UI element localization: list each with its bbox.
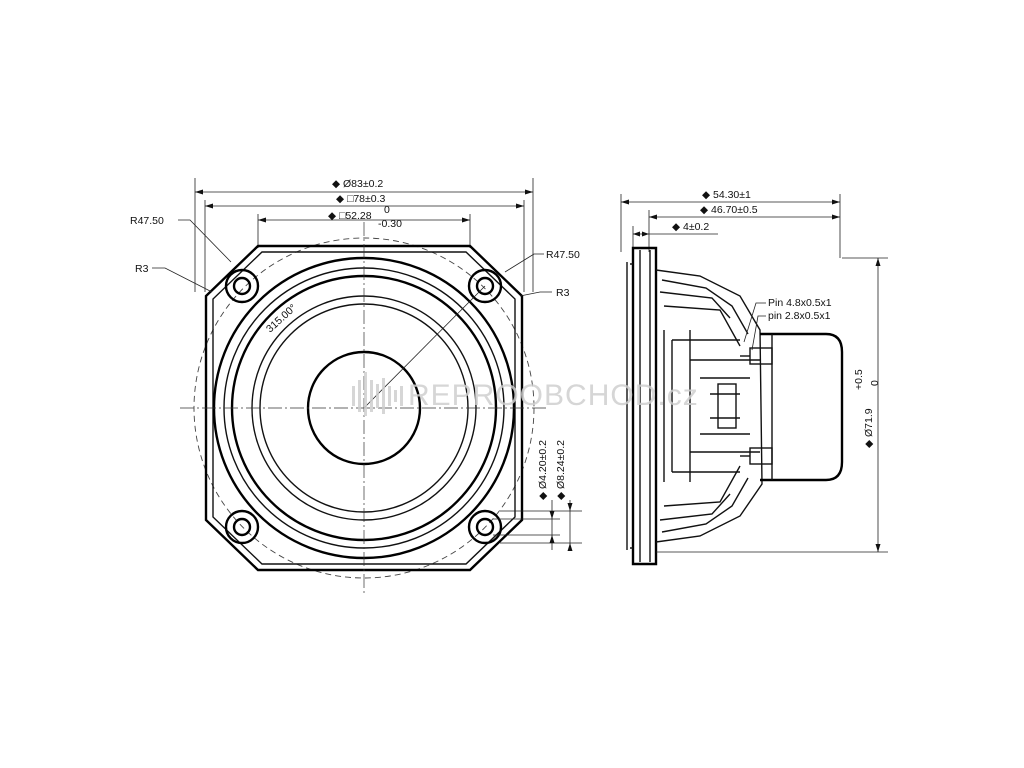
pin-small-label: pin 2.8x0.5x1 [768, 310, 831, 322]
watermark: REPROOBCHOD.cz [352, 372, 699, 416]
front-top-dimensions [194, 178, 534, 292]
mounting-hole-bottom-right [467, 509, 503, 545]
dim-corner-right: R3 [556, 287, 570, 299]
dim-side-diameter-tol-upper: +0.5 [853, 369, 865, 390]
dim-square-flange: ◆ □78±0.3 [336, 193, 386, 205]
side-top-dimensions [620, 194, 841, 258]
dim-radius-top-left: R47.50 [130, 215, 164, 227]
dim-cutout-square: ◆ □52.28 [328, 210, 372, 222]
callout-leaders-right [504, 253, 552, 297]
side-view: ◆ 54.30±1 ◆ 46.70±0.5 ◆ 4±0.2 [620, 189, 888, 566]
dim-cutout-tol-upper: 0 [384, 204, 390, 216]
side-flange [626, 246, 658, 566]
mounting-hole-top-right [467, 268, 503, 304]
dim-outer-diameter: ◆ Ø83±0.2 [332, 178, 383, 190]
pin-leaders [743, 302, 766, 351]
dim-hole-diameter: ◆ Ø4.20±0.2 [537, 440, 549, 500]
hole-dimension-lines [493, 500, 582, 551]
terminal-pins [740, 347, 773, 465]
dim-angle: 315.00° [264, 302, 299, 335]
flange-inner-outline [212, 251, 516, 565]
side-basket [655, 269, 763, 543]
side-magnet [760, 332, 844, 482]
dim-radius-top-right: R47.50 [546, 249, 580, 261]
dim-side-diameter: ◆ Ø71.9 [863, 408, 875, 448]
watermark-logo-icon [352, 372, 403, 416]
mounting-hole-bottom-left [224, 509, 260, 545]
callout-leaders-left [152, 219, 232, 293]
dim-corner-left: R3 [135, 263, 149, 275]
side-diameter-dimension [656, 257, 888, 553]
mounting-hole-top-left [224, 268, 260, 304]
dim-side-diameter-tol-lower: 0 [869, 380, 881, 386]
dim-total-depth: ◆ 54.30±1 [702, 189, 751, 201]
pin-large-label: Pin 4.8x0.5x1 [768, 297, 832, 309]
dim-cutout-tol-lower: -0.30 [378, 218, 402, 230]
dim-flange-thickness: ◆ 4±0.2 [672, 221, 709, 233]
dim-frame-depth: ◆ 46.70±0.5 [700, 204, 758, 216]
watermark-text: REPROOBCHOD.cz [408, 379, 699, 412]
dim-hole-outer-diameter: ◆ Ø8.24±0.2 [555, 440, 567, 500]
flange-outline [204, 244, 524, 572]
